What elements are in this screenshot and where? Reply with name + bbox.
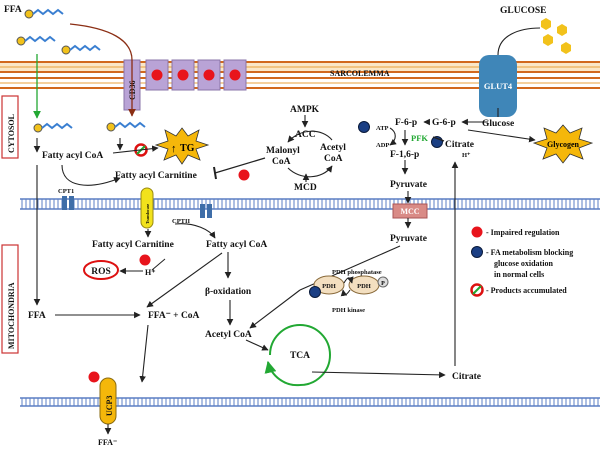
beta-oxidation-label: β-oxidation bbox=[205, 287, 252, 297]
mito-inner-membrane bbox=[20, 397, 600, 407]
fatty-acyl-carnitine-cyto: Fatty acyl Carnitine bbox=[115, 171, 197, 181]
glucose-extracellular-label: GLUCOSE bbox=[500, 6, 546, 16]
fatty-acyl-coa-cyto: Fatty acyl CoA bbox=[42, 151, 103, 161]
cytosol-label: CYTOSOL bbox=[7, 114, 16, 153]
impaired-dot bbox=[88, 371, 100, 383]
impaired-dot bbox=[203, 69, 215, 81]
sarcolemma-label: SARCOLEMMA bbox=[330, 69, 390, 78]
glucose-cyto-label: Glucose bbox=[482, 119, 514, 129]
legend-blocking-text-3: in normal cells bbox=[494, 270, 544, 279]
citrate-mito-label: Citrate bbox=[452, 372, 481, 382]
glut4-transporter: GLUT4 bbox=[479, 27, 541, 117]
cd36-uptake-arrow bbox=[69, 23, 136, 117]
legend-blocking-text-1: - FA metabolism blocking bbox=[486, 248, 573, 257]
fatty-acyl-carnitine-mito: Fatty acyl Carnitine bbox=[92, 240, 174, 250]
impaired-dot bbox=[139, 254, 151, 266]
acetyl-coa-line1: Acetyl bbox=[320, 143, 346, 153]
fatty-acid-chains bbox=[16, 8, 146, 133]
mcd-label: MCD bbox=[294, 183, 317, 193]
acc-label: ACC bbox=[295, 130, 316, 140]
atp-label: ATP bbox=[376, 125, 389, 132]
cpt1-transporter bbox=[62, 196, 74, 210]
g6p-label: G-6-p bbox=[432, 118, 456, 128]
fatty-acyl-coa-mito: Fatty acyl CoA bbox=[206, 240, 267, 250]
svg-text:P: P bbox=[381, 281, 385, 287]
svg-text:UCP3: UCP3 bbox=[105, 396, 114, 416]
h-plus-cyto: H⁺ bbox=[462, 152, 471, 159]
legend-blocking-marker bbox=[471, 246, 483, 258]
svg-text:Translocase: Translocase bbox=[145, 204, 150, 224]
svg-text:MCC: MCC bbox=[400, 207, 419, 216]
acetyl-coa-line2: CoA bbox=[324, 154, 343, 164]
cpt2-label: CPTII bbox=[172, 218, 191, 225]
svg-text:ROS: ROS bbox=[91, 267, 111, 277]
acetyl-coa-mito-label: Acetyl CoA bbox=[205, 330, 252, 340]
adp-label: ADP bbox=[376, 142, 389, 149]
ffa-coa-label: FFA⁻ + CoA bbox=[148, 311, 200, 321]
cpt1-label: CPT1 bbox=[58, 188, 74, 195]
glucose-hexagons bbox=[541, 18, 571, 54]
legend-accumulated-marker bbox=[470, 283, 484, 297]
blocking-dot bbox=[309, 286, 321, 298]
impaired-dot bbox=[229, 69, 241, 81]
glut4-label: GLUT4 bbox=[484, 81, 513, 91]
pdh-kinase-label: PDH kinase bbox=[332, 307, 365, 314]
pfk-label: PFK bbox=[411, 133, 428, 143]
f6p-label: F-6-p bbox=[395, 118, 417, 128]
svg-text:TCA: TCA bbox=[290, 351, 310, 361]
ffa-mito-label: FFA bbox=[28, 311, 46, 321]
pdh-complex: PDH PDH P bbox=[313, 275, 389, 297]
ffa-extracellular-label: FFA bbox=[4, 5, 22, 15]
legend: - Impaired regulation - FA metabolism bl… bbox=[470, 226, 573, 297]
mito-outer-membrane bbox=[20, 198, 600, 210]
malonyl-inhibition bbox=[214, 157, 266, 174]
mcc-carrier: MCC bbox=[392, 203, 428, 219]
tg-star: ↑ TG bbox=[154, 127, 210, 165]
mitochondria-label: MITOCHONDRIA bbox=[7, 282, 16, 349]
mitochondria-box: MITOCHONDRIA bbox=[1, 244, 19, 354]
svg-text:PDH: PDH bbox=[322, 283, 336, 290]
tg-label: TG bbox=[180, 143, 195, 154]
svg-text:↑: ↑ bbox=[171, 143, 177, 155]
glycogen-label: Glycogen bbox=[547, 140, 580, 149]
malonyl-coa-line2: CoA bbox=[272, 157, 291, 167]
cd36-transporter bbox=[123, 59, 247, 111]
glycogen-star: Glycogen bbox=[532, 124, 594, 164]
pyruvate-mito-label: Pyruvate bbox=[390, 234, 427, 244]
translocase: Translocase bbox=[140, 187, 154, 229]
legend-accumulated-text: - Products accumulated bbox=[486, 286, 567, 295]
legend-impaired-text: - Impaired regulation bbox=[486, 228, 560, 237]
ros-badge: ROS bbox=[83, 260, 119, 280]
pyruvate-cyto-label: Pyruvate bbox=[390, 180, 427, 190]
pdh-phosphatase-label: PDH phosphatase bbox=[332, 269, 382, 276]
legend-impaired-marker bbox=[471, 226, 483, 238]
h-plus-mito: H⁺ bbox=[145, 268, 155, 277]
cpt2-transporter bbox=[200, 204, 212, 218]
tca-cycle: TCA bbox=[264, 324, 331, 387]
f16p-label: F-1,6-p bbox=[390, 150, 419, 160]
svg-text:PDH: PDH bbox=[357, 283, 371, 290]
legend-blocking-text-2: glucose oxidation bbox=[494, 259, 553, 268]
ffa-out-label: FFA⁻ bbox=[98, 438, 117, 447]
impaired-dot bbox=[151, 69, 163, 81]
citrate-cyto-label: Citrate bbox=[445, 140, 474, 150]
cytosol-box: CYTOSOL bbox=[1, 95, 19, 159]
blocking-dot bbox=[358, 121, 370, 133]
impaired-dot bbox=[177, 69, 189, 81]
impaired-dot bbox=[238, 169, 250, 181]
malonyl-coa-line1: Malonyl bbox=[266, 146, 300, 156]
ampk-label: AMPK bbox=[290, 105, 320, 115]
ucp3-channel: UCP3 bbox=[99, 377, 117, 425]
